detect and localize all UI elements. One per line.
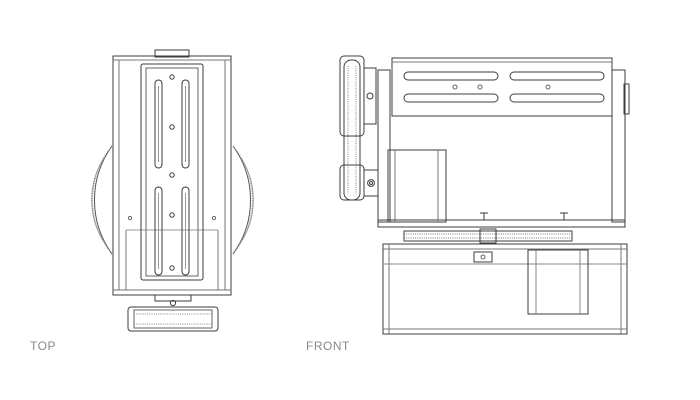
top-screw [170,213,174,217]
front-slot [510,94,604,102]
front-lower-assembly [383,244,627,334]
front-slot [510,72,604,80]
top-screw [170,125,174,129]
top-pulley [128,307,218,331]
top-outer-frame [113,56,231,295]
front-left-bracket [378,70,390,222]
top-view-label: TOP [30,339,56,353]
front-gear-strip [404,229,572,243]
front-motor [388,150,446,222]
front-right-bracket [612,70,625,222]
top-gear-right-arc [233,146,251,254]
top-gear [92,146,254,254]
top-screw [170,173,174,177]
front-timing-belt [344,60,360,200]
front-lower-motor [528,250,588,314]
top-slot-upper-left [155,80,162,168]
top-slot-upper-right [182,80,189,168]
top-bottom-clamp [155,295,191,301]
top-slider-plate [141,64,203,280]
front-slot [404,72,498,80]
top-screw [170,75,174,79]
top-upper-tab [155,50,189,57]
top-slot-lower-right [182,187,189,275]
top-slot-lower-left [155,187,162,275]
top-view [92,50,254,331]
front-top-plate [392,58,612,116]
front-lower-box [383,244,627,334]
front-base-plate [378,220,625,227]
front-view-label: FRONT [306,339,350,353]
top-screw [170,266,174,270]
top-gear-left-arc [94,146,112,254]
front-slot [404,94,498,102]
front-upper-assembly [340,56,629,227]
